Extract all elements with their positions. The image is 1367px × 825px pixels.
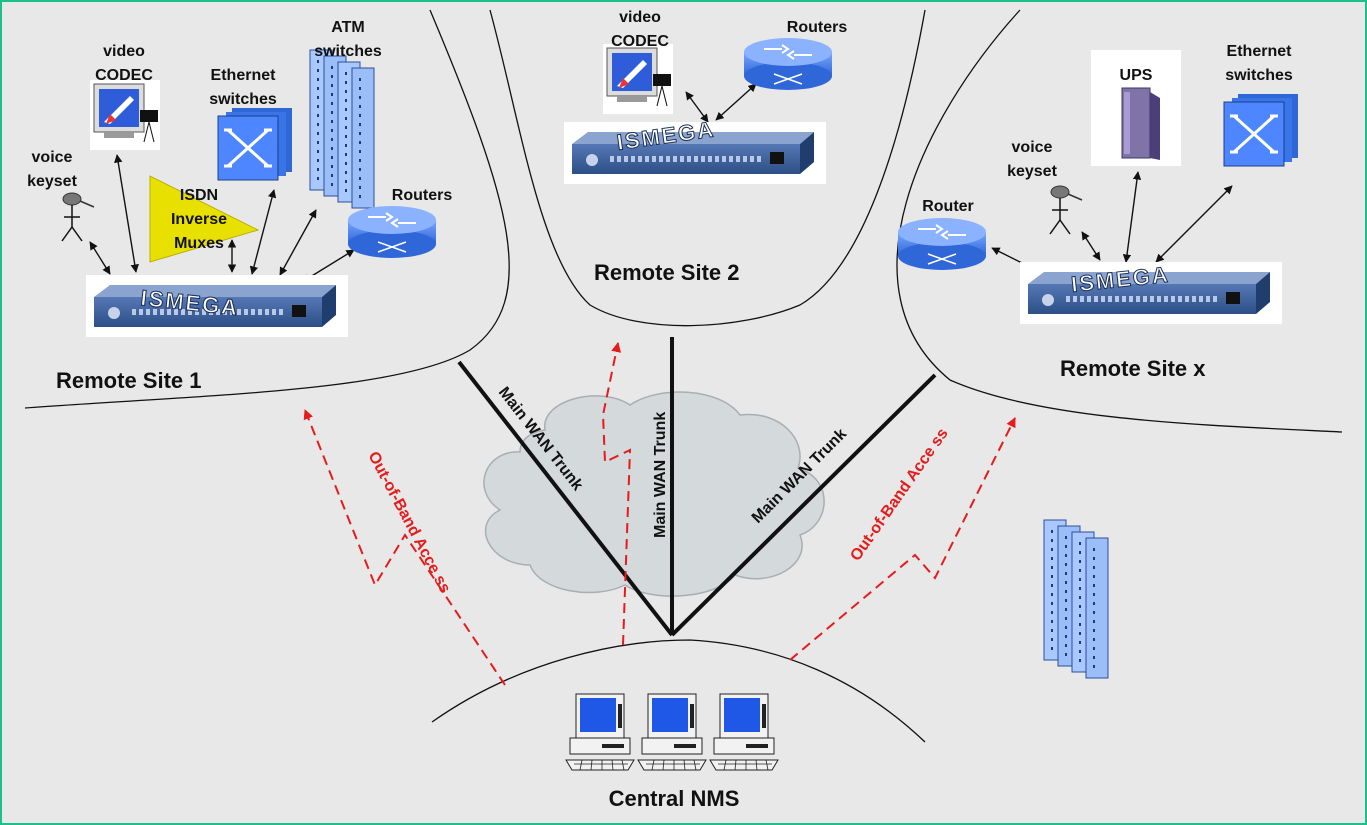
router-icon [347, 205, 437, 259]
sitex-links [991, 171, 1233, 275]
site1-inverse-label: Inverse [171, 211, 227, 228]
ismega-brand-sitex: ISMEGA [1070, 262, 1171, 297]
oob-path-2 [601, 342, 632, 646]
site2-codec-label: CODEC [611, 33, 669, 50]
ethernet-switch-icon-sitex [1222, 92, 1300, 168]
wan-trunks [457, 337, 937, 637]
oob-path-1 [303, 409, 506, 686]
site1-keyset-label: keyset [27, 173, 77, 190]
site2-video-label: video [619, 9, 661, 26]
oob-path-3 [789, 417, 1016, 661]
site2-links [685, 83, 757, 123]
site1-ethernet-label: Ethernet [211, 67, 277, 84]
site1-muxes-label: Muxes [174, 235, 224, 252]
sitex-voice-label: voice [1012, 139, 1053, 156]
ups-icon [1121, 87, 1160, 160]
site1-ethernet-switches-label: switches [209, 91, 277, 108]
ethernet-switch-icon [216, 106, 294, 182]
router-icon-sitex [897, 217, 987, 271]
remote-site-2: ISMEGA video CODEC Routers Remote Site 2 [564, 9, 847, 285]
trunk-line-1 [457, 360, 674, 637]
sitex-keyset-label: keyset [1007, 163, 1057, 180]
site1-atm-switches-label: switches [314, 43, 382, 60]
router-icon-site2 [743, 37, 833, 91]
site1-routers-label: Routers [392, 187, 453, 204]
wan-cloud [483, 391, 825, 597]
isdn-muxes-icon [149, 175, 260, 263]
site1-isdn-label: ISDN [180, 187, 218, 204]
site1-video-label: video [103, 43, 145, 60]
trunk-label-2: Main WAN Trunk [652, 412, 669, 538]
site1-codec-label: CODEC [95, 67, 153, 84]
site2-routers-label: Routers [787, 19, 848, 36]
trunk-line-3 [670, 373, 937, 637]
nms-title: Central NMS [609, 786, 740, 811]
site1-title: Remote Site 1 [56, 368, 202, 393]
site1-voice-label: voice [32, 149, 73, 166]
video-codec-icon-site2 [602, 43, 674, 115]
atm-switch-icon-standalone [1043, 519, 1109, 679]
remote-site-x: ISMEGA UPS Ethernet switches voice keyse… [897, 43, 1300, 381]
oob-paths [303, 342, 1016, 686]
atm-switch-icon [309, 49, 375, 209]
sitex-ups-label: UPS [1120, 67, 1153, 84]
remote-site-1: ISMEGA video CODEC Ethernet switches ATM… [27, 19, 452, 393]
sitex-ethernet-label: Ethernet [1227, 43, 1293, 60]
video-codec-icon [89, 79, 161, 151]
central-nms: Central NMS [565, 693, 779, 811]
site2-title: Remote Site 2 [594, 260, 740, 285]
sitex-switches-label: switches [1225, 67, 1293, 84]
site1-atm-label: ATM [331, 19, 364, 36]
sitex-router-label: Router [922, 198, 974, 215]
sitex-title: Remote Site x [1060, 356, 1206, 381]
site-boundaries [24, 9, 1343, 743]
